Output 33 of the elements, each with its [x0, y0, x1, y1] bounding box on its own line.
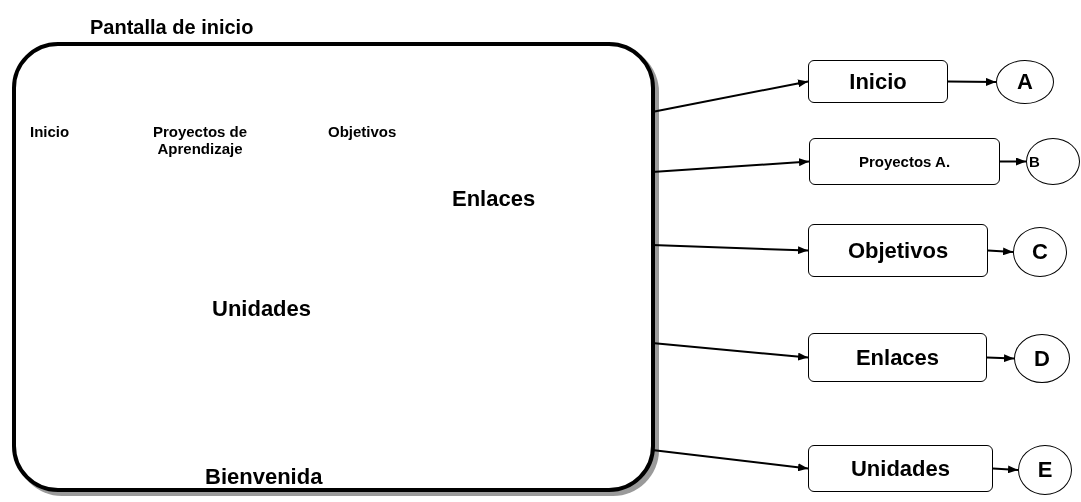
screen-heading: Pantalla de inicio [90, 16, 254, 39]
connector-circle [996, 60, 1054, 104]
node-label: Inicio [849, 70, 907, 93]
page-box [808, 445, 993, 492]
node-label: Objetivos [847, 239, 949, 262]
connector-circle [1026, 138, 1080, 185]
arrow [651, 449, 809, 472]
connector-circle [1018, 445, 1072, 495]
page-box [808, 224, 988, 277]
arrow [947, 77, 997, 86]
page-box [808, 333, 987, 382]
arrow [999, 157, 1027, 166]
node-label: A [1017, 71, 1033, 93]
node-label: D [1034, 347, 1050, 370]
connector-circle [1014, 334, 1070, 383]
menu-item: Inicio [30, 123, 70, 141]
arrow [987, 247, 1014, 256]
arrow [986, 354, 1015, 363]
node-label: Enlaces [855, 346, 940, 369]
arrow [992, 465, 1019, 474]
node-label: B [1029, 154, 1040, 169]
node-label: E [1037, 459, 1053, 481]
section-label: Bienvenida [205, 464, 323, 490]
connector-circle [1013, 227, 1067, 277]
section-label: Unidades [212, 296, 312, 322]
menu-item: Objetivos [328, 123, 397, 141]
menu-item: Proyectos de Aprendizaje [151, 123, 249, 158]
page-box [809, 138, 1000, 185]
section-label: Enlaces [452, 186, 536, 212]
node-label: Unidades [851, 457, 950, 480]
node-label: C [1032, 241, 1048, 263]
node-label: Proyectos A. [858, 154, 951, 169]
page-box [808, 60, 948, 103]
